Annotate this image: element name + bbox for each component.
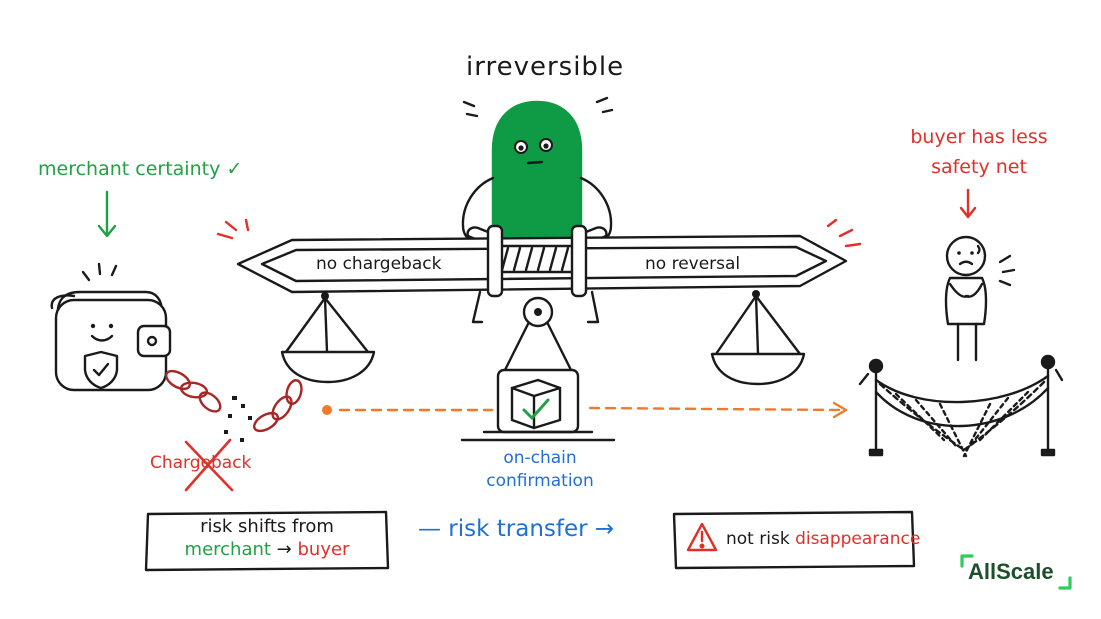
- shift-arrow: →: [270, 539, 298, 560]
- risk-flow-arrow: [322, 401, 848, 419]
- safety-net: [858, 354, 1064, 458]
- buyer-word: buyer: [297, 539, 350, 560]
- wallet-icon: [50, 262, 172, 392]
- left-scale-pan: [280, 292, 376, 384]
- chargeback-label: Chargeback: [150, 453, 252, 473]
- risk-shift-line2: merchant → buyer: [148, 541, 386, 559]
- merchant-certainty-label: merchant certainty ✓: [38, 158, 243, 180]
- buyer-figure: [944, 235, 1016, 362]
- risk-transfer-label: — risk transfer →: [418, 516, 615, 542]
- disappearance-word: disappearance: [795, 529, 921, 549]
- tension-marks: [216, 218, 862, 248]
- green-blob-character: [461, 100, 613, 324]
- not-risk-disappearance: not risk disappearance: [726, 531, 920, 548]
- risk-shift-line1: risk shifts from: [200, 516, 334, 537]
- balance-beam: [236, 224, 848, 298]
- warning-triangle-icon: [686, 522, 718, 552]
- merchant-word: merchant: [184, 539, 271, 560]
- page-title: irreversible: [466, 52, 625, 82]
- buyer-arrow: [959, 188, 977, 219]
- not-risk-prefix: not risk: [726, 529, 796, 549]
- merchant-arrow: [97, 190, 117, 238]
- no-chargeback-label: no chargeback: [316, 254, 442, 274]
- broken-chain: [165, 369, 303, 433]
- chargeback-cross: [184, 438, 234, 492]
- motion-lines-top: [462, 96, 614, 118]
- chain-fragments: [224, 396, 252, 442]
- right-scale-pan: [710, 290, 806, 386]
- confirmation-cube-icon: [510, 378, 562, 430]
- no-reversal-label: no reversal: [645, 254, 741, 274]
- on-chain-confirmation-label: on-chain confirmation: [486, 448, 594, 491]
- allscale-logo: AllScale: [968, 559, 1054, 584]
- buyer-safety-label: buyer has less safety net: [910, 126, 1048, 178]
- bottom-boxes: [144, 510, 916, 572]
- logo-brackets: [960, 554, 1072, 590]
